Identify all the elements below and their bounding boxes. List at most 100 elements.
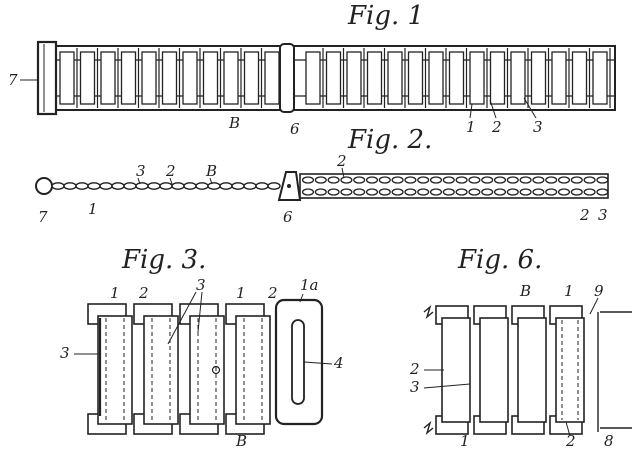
fig3-title: Fig. 3. (121, 245, 206, 275)
fig3-label-2a: 2 (138, 284, 149, 302)
fig2-leader-3 (137, 177, 141, 185)
fig3-label-4: 4 (333, 354, 344, 372)
fig2-label-B: B (205, 162, 217, 180)
fig3-link-assembly (87, 303, 271, 435)
fig2-chain-link (195, 182, 209, 190)
fig2-chain-link (63, 182, 77, 190)
fig2-double-link-bottom (391, 188, 404, 196)
fig1-link (100, 51, 116, 105)
fig1-link (243, 51, 260, 105)
fig2-chain-link (219, 182, 233, 190)
fig2-double-link-top (506, 176, 519, 184)
fig3-label-2b: 2 (267, 284, 278, 302)
fig1-link (182, 51, 198, 105)
fig2-double-link-top (404, 176, 417, 184)
fig2-label-3-right: 3 (598, 206, 608, 224)
fig1-link (346, 51, 362, 105)
fig2-double-link-top (365, 176, 379, 184)
fig3-bar (97, 315, 133, 425)
fig2-double-link-top (417, 176, 430, 184)
fig6-label-8: 8 (604, 432, 614, 450)
fig6-bar (479, 317, 509, 423)
fig1-link (489, 51, 506, 105)
fig1-link (264, 51, 280, 105)
fig1-leader-3 (523, 97, 537, 119)
fig6-label-2-bottom: 2 (565, 432, 576, 450)
fig6-bar (555, 317, 585, 423)
fig3-bar (189, 315, 225, 425)
fig6-bar (441, 317, 471, 423)
fig1-link (407, 51, 424, 105)
fig2-leader-2-top (341, 167, 345, 179)
fig1-link (79, 51, 96, 105)
fig1-link (141, 51, 157, 105)
fig2-double-link-top (532, 176, 545, 184)
fig1-link (510, 51, 526, 105)
fig3-leader-3-right (197, 291, 203, 333)
fig3-label-1-sup-a: 1a (300, 276, 319, 294)
fig1-label-B: B (228, 114, 240, 132)
fig2-chain-link (171, 182, 185, 190)
fig2-chain-link (147, 182, 161, 190)
fig1-label-1: 1 (466, 118, 476, 136)
fig2-double-link-bottom (429, 188, 443, 196)
fig6-leader-3 (423, 383, 471, 389)
fig2-double-link-top (583, 176, 596, 184)
fig2-chain-link (99, 182, 113, 190)
fig2-double-link-top (481, 176, 494, 184)
fig2-title: Fig. 2. (347, 125, 432, 155)
fig2-leader-B (209, 177, 213, 185)
fig3-bar (235, 315, 271, 425)
fig1-link (551, 51, 567, 105)
fig2-double-link-bottom (583, 188, 596, 196)
fig2-double-link-top (596, 176, 609, 184)
fig2-end-ring (35, 177, 53, 195)
fig3-label-1a: 1 (110, 284, 120, 302)
fig2-double-link-bottom (532, 188, 545, 196)
fig1-leader-2 (489, 99, 497, 119)
fig2-double-link-bottom (301, 188, 315, 196)
fig2-double-link-top (519, 176, 532, 184)
fig2-double-link-top (545, 176, 558, 184)
fig6-label-2: 2 (409, 360, 420, 378)
fig1-slide-keeper (279, 43, 295, 113)
fig3-leader-1a (299, 293, 304, 303)
fig2-double-link-bottom (353, 188, 366, 196)
fig1-end-cap (36, 40, 58, 116)
fig2-chain-link (183, 182, 197, 190)
fig2-double-link-top (557, 176, 571, 184)
fig2-label-3: 3 (136, 162, 146, 180)
fig2-label-1: 1 (88, 200, 98, 218)
fig2-double-link-bottom (314, 188, 327, 196)
fig6-label-9: 9 (594, 282, 604, 300)
fig2-double-link-top (353, 176, 366, 184)
fig2-double-link-top (391, 176, 404, 184)
fig2-single-chain (51, 182, 281, 190)
fig2-label-2-right: 2 (579, 206, 590, 224)
fig2-double-link-bottom (455, 188, 468, 196)
fig3-label-1b: 1 (236, 284, 246, 302)
fig1-link (325, 51, 342, 105)
figure-2: Fig. 2. 3 2 B 7 1 6 2 2 3 (35, 125, 609, 226)
fig6-label-1-bottom: 1 (460, 432, 470, 450)
fig1-link (387, 51, 403, 105)
fig1-label-3: 3 (533, 118, 543, 136)
fig6-bar (517, 317, 547, 423)
fig2-double-link-bottom (365, 188, 379, 196)
fig2-chain-link (243, 182, 257, 190)
fig3-bar (143, 315, 179, 425)
fig2-double-link-bottom (468, 188, 481, 196)
fig6-label-1: 1 (564, 282, 574, 300)
fig2-double-link-top (314, 176, 327, 184)
fig1-link (305, 51, 321, 105)
fig2-chain-link (207, 182, 221, 190)
fig1-link (530, 51, 547, 105)
fig1-link (223, 51, 239, 105)
fig2-double-link-bottom (570, 188, 583, 196)
fig2-double-link-top (468, 176, 481, 184)
fig6-label-B: B (519, 282, 531, 300)
fig2-double-link-top (340, 176, 353, 184)
fig2-label-2-top: 2 (336, 152, 347, 170)
